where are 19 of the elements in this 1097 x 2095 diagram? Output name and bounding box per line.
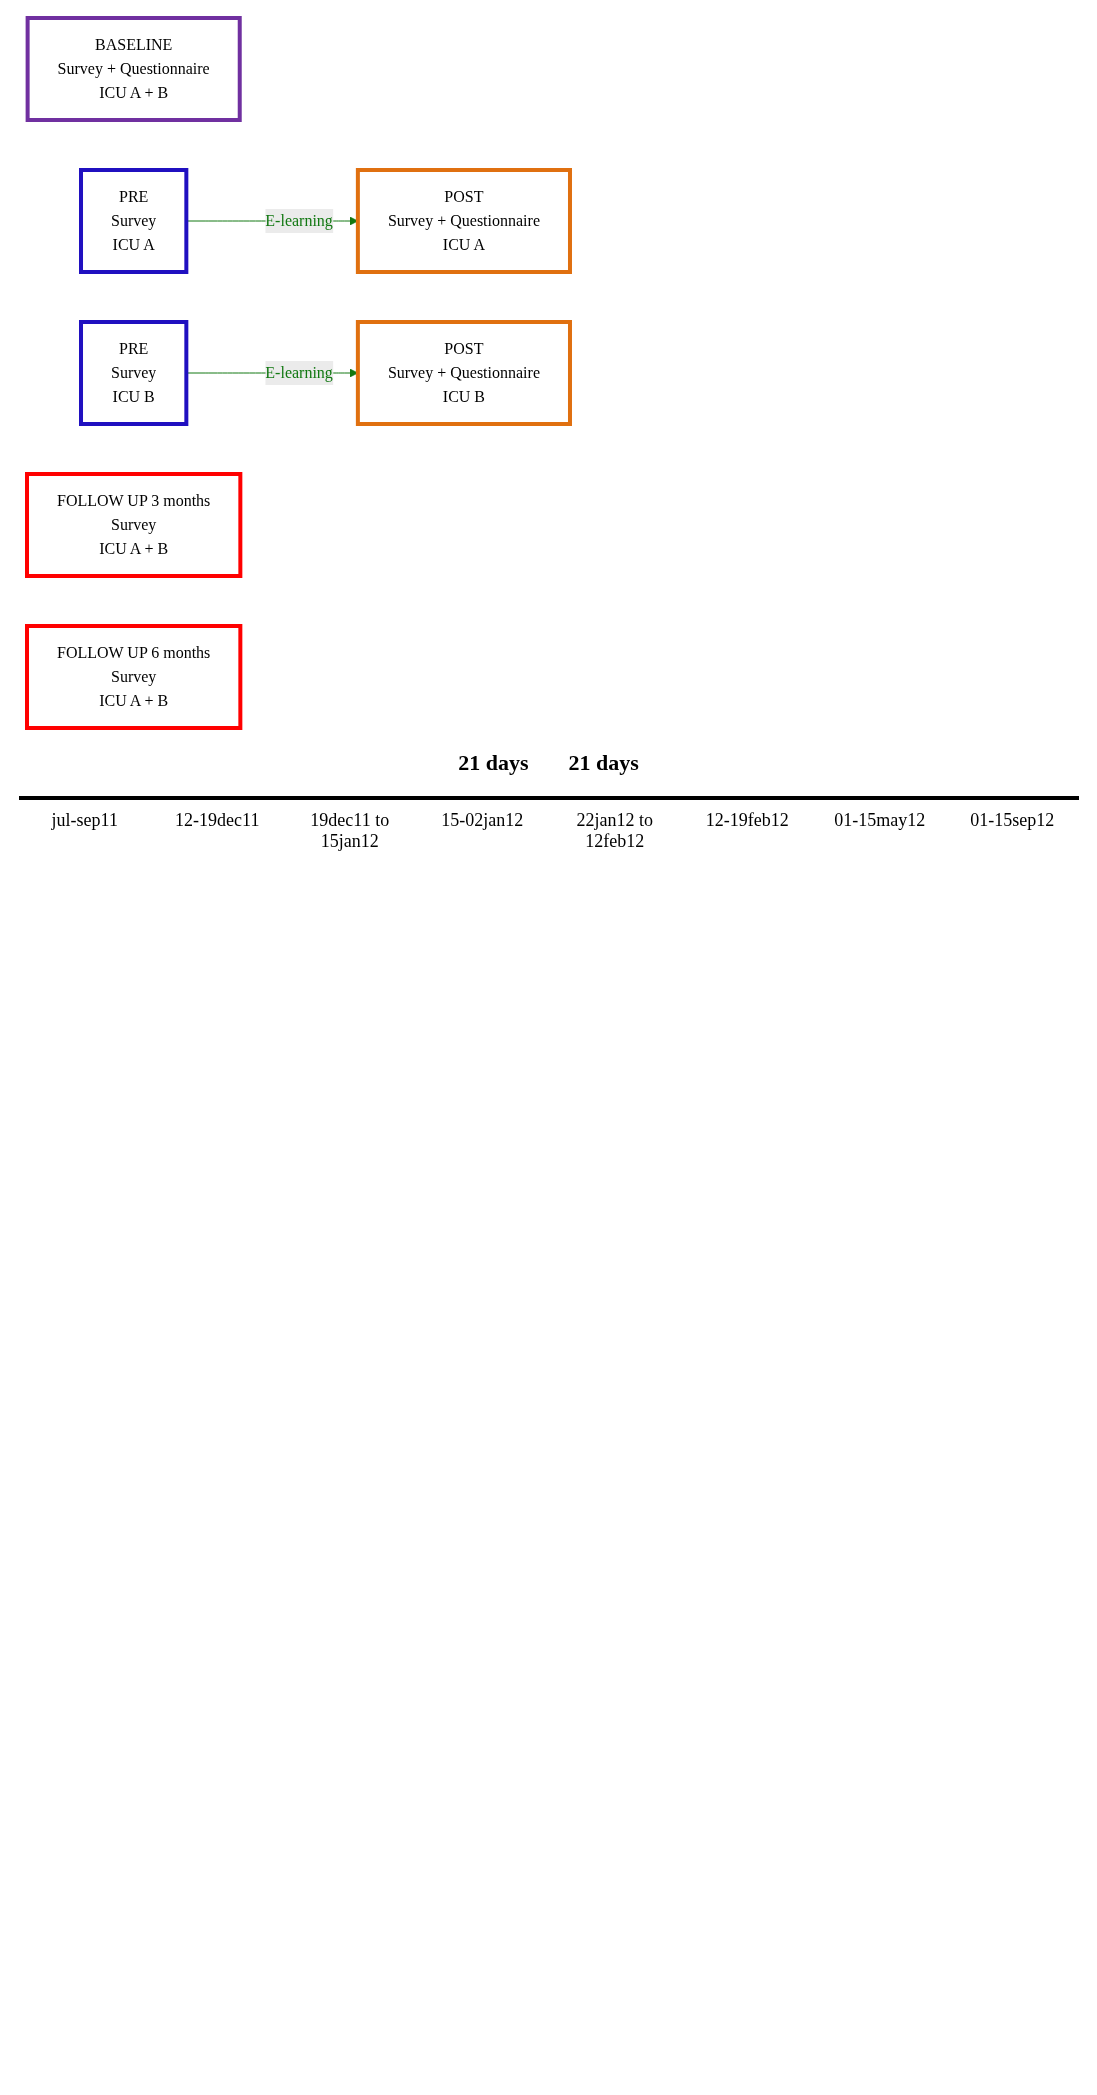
timeline-date: 01-15may12 bbox=[833, 810, 927, 832]
timeline-date: jul-sep11 bbox=[50, 810, 119, 832]
node-box: FOLLOW UP 6 months Survey ICU A + B bbox=[24, 624, 242, 730]
node-box: PRE Survey ICU A bbox=[78, 168, 188, 274]
timeline-date: 12-19feb12 bbox=[704, 810, 790, 832]
duration-note: 21 days bbox=[568, 750, 639, 776]
timeline-date: 15-02jan12 bbox=[440, 810, 525, 832]
node-box: POST Survey + Questionnaire ICU B bbox=[355, 320, 572, 426]
duration-note: 21 days bbox=[458, 750, 529, 776]
timeline-date: 12-19dec11 bbox=[174, 810, 261, 832]
timeline-date: 19dec11 to 15jan12 bbox=[309, 810, 391, 852]
node-box: PRE Survey ICU B bbox=[78, 320, 188, 426]
timeline-date: 22jan12 to 12feb12 bbox=[575, 810, 654, 852]
edge-label: E-learning bbox=[264, 212, 333, 229]
node-box: FOLLOW UP 3 months Survey ICU A + B bbox=[24, 472, 242, 578]
node-box: BASELINE Survey + Questionnaire ICU A + B bbox=[25, 16, 242, 122]
edge-label: E-learning bbox=[264, 364, 333, 381]
node-box: POST Survey + Questionnaire ICU A bbox=[355, 168, 572, 274]
timeline-date: 01-15sep12 bbox=[969, 810, 1056, 832]
